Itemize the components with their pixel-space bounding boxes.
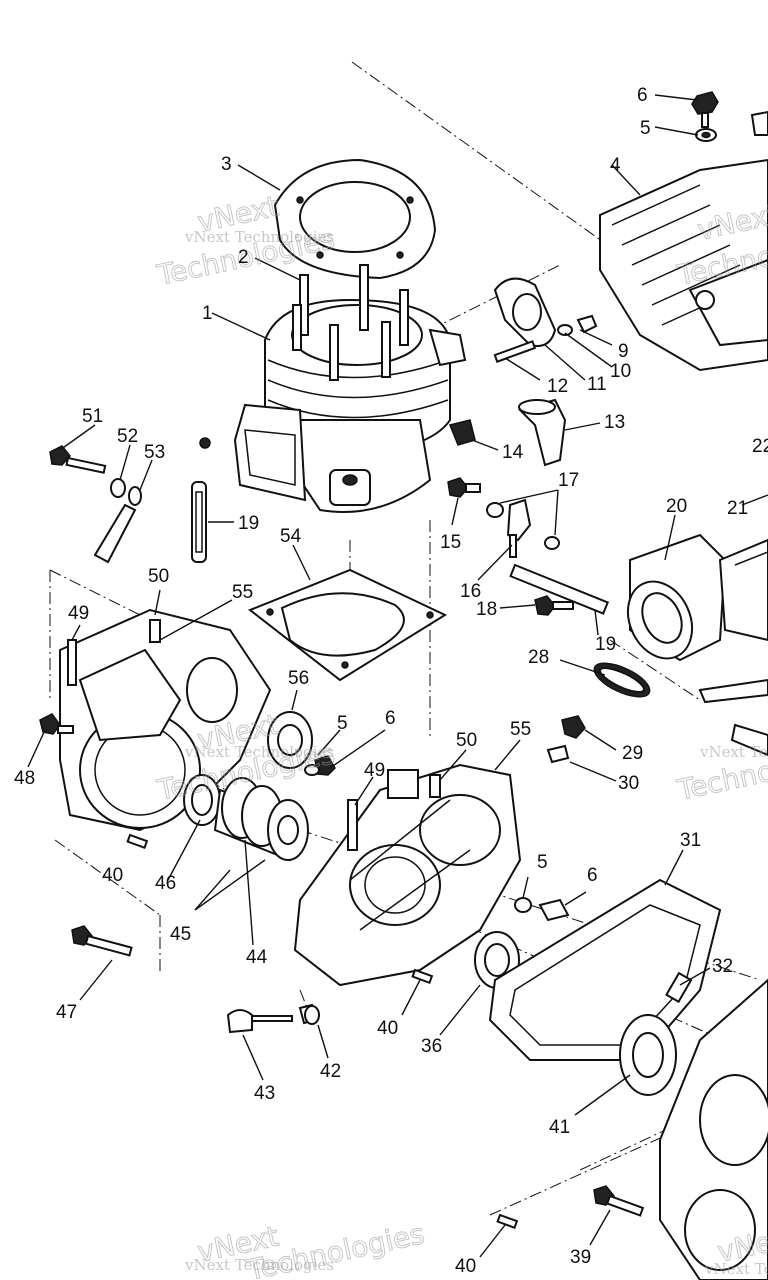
callout-label: 55 — [510, 719, 531, 740]
callout-label: 52 — [117, 426, 138, 447]
callout-label: 19 — [595, 634, 616, 655]
callout-label: 15 — [440, 532, 461, 553]
right-edge-parts — [698, 678, 768, 757]
fasteners-center — [447, 477, 610, 616]
callout-label: 13 — [604, 412, 625, 433]
callout-label: 55 — [232, 582, 253, 603]
watermark-text: vNext Technologies — [184, 743, 334, 761]
head-gasket — [273, 158, 437, 280]
right-cover — [659, 978, 768, 1280]
callout-label: 49 — [364, 760, 385, 781]
callout-label: 28 — [528, 647, 549, 668]
cylinder-head — [599, 158, 768, 372]
callout-label: 32 — [712, 956, 733, 977]
leader-lines — [27, 94, 768, 1258]
callout-label: 49 — [68, 603, 89, 624]
exhaust-gasket — [493, 277, 598, 363]
callout-label: 56 — [288, 668, 309, 689]
callout-label: 12 — [547, 376, 568, 397]
watermark-text: vNext Technologies — [699, 743, 768, 761]
callout-label: 16 — [460, 581, 481, 602]
watermark-text: vNext Technologies — [704, 1260, 768, 1278]
base-gasket — [248, 568, 448, 682]
callout-label: 9 — [618, 341, 629, 362]
callout-label: 5 — [537, 852, 548, 873]
callout-label: 21 — [727, 498, 748, 519]
watermark-text: vNext Technologies — [184, 1256, 334, 1274]
callout-label: 4 — [610, 155, 621, 176]
callout-label: 47 — [56, 1002, 77, 1023]
callout-label: 50 — [148, 566, 169, 587]
bottom-fasteners — [71, 833, 645, 1230]
callout-label: 54 — [280, 526, 302, 547]
callout-label: 36 — [421, 1036, 442, 1057]
center-crankcase — [293, 715, 586, 987]
callout-label: 1 — [202, 303, 213, 324]
callout-label: 40 — [377, 1018, 398, 1039]
callout-label: 40 — [102, 865, 123, 886]
left-crankcase — [39, 608, 272, 832]
callout-label: 3 — [221, 154, 232, 175]
callout-label: 5 — [640, 118, 651, 139]
callout-label: 44 — [246, 947, 268, 968]
main-bearing — [619, 1014, 677, 1096]
callout-label: 51 — [82, 406, 103, 427]
callout-label: 48 — [14, 768, 35, 789]
callout-label: 5 — [337, 713, 348, 734]
cylinder — [199, 264, 467, 513]
callout-label: 31 — [680, 830, 701, 851]
callout-label: 40 — [455, 1256, 476, 1277]
callout-label: 41 — [549, 1117, 570, 1138]
callout-label: 2 — [238, 247, 249, 268]
callout-label: 10 — [610, 361, 631, 382]
callout-label: 45 — [170, 924, 191, 945]
callout-label: 30 — [618, 773, 639, 794]
callout-label: 39 — [570, 1247, 591, 1268]
callout-label: 18 — [476, 599, 497, 620]
callout-label: 53 — [144, 442, 165, 463]
callout-label: 20 — [666, 496, 687, 517]
callout-label: 6 — [587, 865, 598, 886]
callout-label: 19 — [238, 513, 259, 534]
callout-label: 42 — [320, 1061, 341, 1082]
crank-bearings — [183, 711, 336, 862]
head-bolt — [691, 91, 768, 142]
callout-label: 14 — [502, 442, 524, 463]
callout-label: 43 — [254, 1083, 275, 1104]
watermark-text: vNext Technologies — [184, 228, 334, 246]
callout-label: 6 — [385, 708, 396, 729]
callout-label: 46 — [155, 873, 176, 894]
callout-label: 11 — [587, 374, 607, 395]
callout-label: 22 — [752, 436, 768, 457]
callout-labels: 6 5 3 4 2 1 9 10 11 12 13 14 22 51 52 53… — [14, 85, 768, 1277]
callout-label: 50 — [456, 730, 477, 751]
callout-label: 17 — [558, 470, 579, 491]
intake-manifold — [626, 533, 768, 662]
left-bolts — [49, 445, 207, 564]
callout-label: 6 — [637, 85, 648, 106]
hose-clamp — [593, 662, 651, 698]
cover-gasket — [488, 878, 722, 1061]
callout-label: 29 — [622, 743, 643, 764]
water-elbow — [448, 398, 567, 467]
